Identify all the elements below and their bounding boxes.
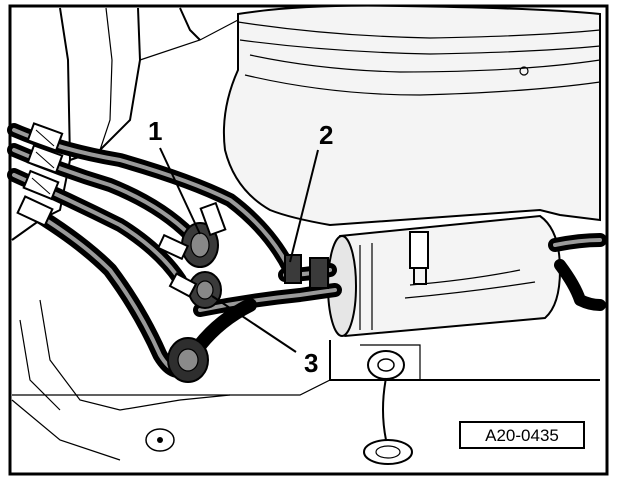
clamp-3-fitting <box>168 271 222 309</box>
floor-panel <box>12 340 600 465</box>
callout-1: 1 <box>148 116 162 146</box>
tank-rivet <box>519 66 529 76</box>
filter-clip <box>409 231 429 269</box>
reference-code-box: A20-0435 <box>459 421 585 449</box>
clamp-2-fitting <box>284 254 329 289</box>
hose-fittings-left <box>16 122 64 227</box>
callout-3: 3 <box>304 348 318 378</box>
callout-2: 2 <box>319 120 333 150</box>
leader-lines <box>159 147 319 353</box>
tank-body <box>222 4 601 227</box>
fuel-filter <box>327 214 562 338</box>
reference-code: A20-0435 <box>485 426 559 445</box>
return-elbow-fitting <box>167 337 209 383</box>
